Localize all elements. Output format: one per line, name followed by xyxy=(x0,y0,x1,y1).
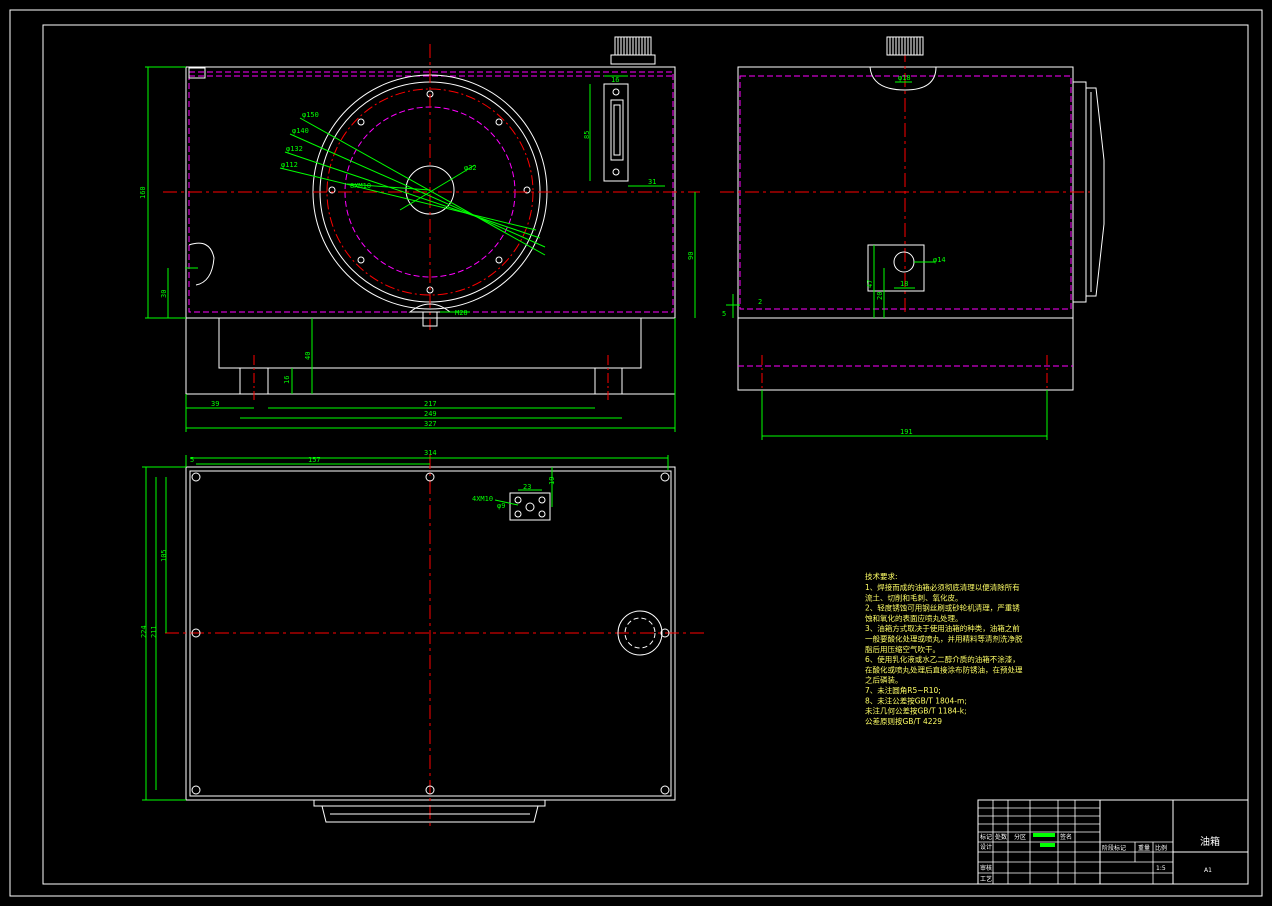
side-cover-flange xyxy=(1073,81,1105,303)
note-line: 8、未注公差按GB/T 1804-m; xyxy=(865,695,967,705)
top-cover-plate xyxy=(313,800,546,823)
dim-h105: 105 xyxy=(160,549,168,562)
tb-shenhe: 审核 xyxy=(980,864,992,872)
technical-notes: 技术要求: 1、焊接而成的油箱必须彻底清理以便清除所有流土、切削和毛刺、氧化皮。… xyxy=(865,571,1023,726)
dim-t2: 2 xyxy=(758,298,762,306)
dim-h90: 90 xyxy=(687,252,695,260)
dim-w191: 191 xyxy=(900,428,913,436)
notes-heading: 技术要求: xyxy=(865,571,898,581)
dim-w39: 39 xyxy=(211,400,219,408)
dim-w327: 327 xyxy=(424,420,437,428)
dim-h16: 16 xyxy=(283,376,291,384)
note-line: 2、轻度锈蚀可用钢丝刷或砂轮机清理，严重锈 xyxy=(865,603,1020,613)
top-bolt-holes xyxy=(191,472,670,795)
note-line: 蚀和氧化的表面应喷丸处理。 xyxy=(865,613,963,623)
cover-bolt-holes xyxy=(328,90,531,294)
note-line: 6、使用乳化液或水乙二醇介质的油箱不涂漆， xyxy=(865,654,1020,664)
tb-scale: 1:5 xyxy=(1156,865,1166,872)
note-line: 7、未注圆角R5~R10; xyxy=(865,685,941,695)
tb-fenqu: 分区 xyxy=(1014,833,1026,841)
dim-d18: φ18 xyxy=(898,74,911,82)
note-line: 未注几何公差按GB/T 1184-k; xyxy=(865,706,967,716)
title-block: 标记 处数 分区 签名 设计 审核 阶段标记 重量 比例 工艺 1:5 油箱 A… xyxy=(977,799,1249,885)
dim-h20: 20 xyxy=(876,292,884,300)
note-line: 在酸化或喷丸处理后直接涂布防锈油，在预处理 xyxy=(865,664,1023,674)
dim-h160: 160 xyxy=(139,186,147,199)
dim-d140: φ140 xyxy=(292,127,309,135)
dim-d112: φ112 xyxy=(281,161,298,169)
dim-h47: 47 xyxy=(866,280,874,288)
drawing-title: 油箱 xyxy=(1200,835,1220,848)
dim-gauge-off: 31 xyxy=(648,178,656,186)
sheet-size: A1 xyxy=(1204,867,1212,874)
dim-d9: φ9 xyxy=(497,502,505,510)
dim-h19: 19 xyxy=(548,477,556,485)
dim-h224: 224 xyxy=(140,625,148,638)
note-line: 公差原则按GB/T 4229 xyxy=(865,716,942,726)
note-line: 之后磷装。 xyxy=(865,675,903,685)
dim-w18: 18 xyxy=(900,280,908,288)
inner-border xyxy=(42,24,1249,885)
dim-d150: φ150 xyxy=(302,111,319,119)
tb-zhongliang: 重量 xyxy=(1138,844,1150,852)
dim-h30: 30 xyxy=(160,290,168,298)
note-line: 一般要酸化处理或喷丸，并用精料等清剂洗净脱 xyxy=(865,634,1023,644)
dim-w314: 314 xyxy=(424,449,437,457)
dim-d14: φ14 xyxy=(933,256,946,264)
dim-h40: 40 xyxy=(304,352,312,360)
note-line: 3、油箱方式取决于使用油箱的种类，油箱之前 xyxy=(865,623,1020,633)
side-port xyxy=(867,244,925,292)
level-gauge xyxy=(603,83,629,182)
dim-d132: φ132 xyxy=(286,145,303,153)
dim-t5: 5 xyxy=(722,310,726,318)
tb-biaoji: 标记 xyxy=(980,833,992,841)
dim-gauge-h: 85 xyxy=(583,131,591,139)
note-line: 脂后用压缩空气吹干。 xyxy=(865,644,940,654)
dim-w249: 249 xyxy=(424,410,437,418)
tb-jieduan: 阶段标记 xyxy=(1102,844,1126,852)
dim-cover-bolts: 8XM10 xyxy=(350,182,371,190)
side-view: φ18 φ14 47 20 18 2 5 191 xyxy=(720,36,1105,440)
dim-w217: 217 xyxy=(424,400,437,408)
dim-w5: 5 xyxy=(190,456,194,464)
dim-w23: 23 xyxy=(523,483,531,491)
dim-w157: 157 xyxy=(308,456,321,464)
dim-gauge-w: 16 xyxy=(611,76,619,84)
dim-d32: φ32 xyxy=(464,164,477,172)
tb-gengai: 签名 xyxy=(1060,833,1072,841)
dim-m28: M28 xyxy=(455,309,468,317)
top-gauge-flange xyxy=(509,492,551,521)
note-line: 流土、切削和毛刺、氧化皮。 xyxy=(865,592,963,602)
tb-gongyi: 工艺 xyxy=(980,875,992,883)
side-base xyxy=(737,317,1074,391)
note-line: 1、焊接而成的油箱必须彻底清理以便清除所有 xyxy=(865,582,1020,592)
tb-bili: 比例 xyxy=(1155,844,1167,852)
outer-border xyxy=(9,9,1263,897)
dim-top-bolts: 4XM10 xyxy=(472,495,493,503)
top-view: 5 157 314 105 211 224 19 23 4XM10 φ9 xyxy=(140,449,705,826)
tb-chushu: 处数 xyxy=(995,833,1007,841)
tb-sheji: 设计 xyxy=(980,843,992,851)
front-view: φ150 φ140 φ132 φ112 φ32 8XM10 M28 160 30… xyxy=(139,36,700,432)
dim-h211: 211 xyxy=(150,625,158,638)
top-filler xyxy=(617,610,663,656)
